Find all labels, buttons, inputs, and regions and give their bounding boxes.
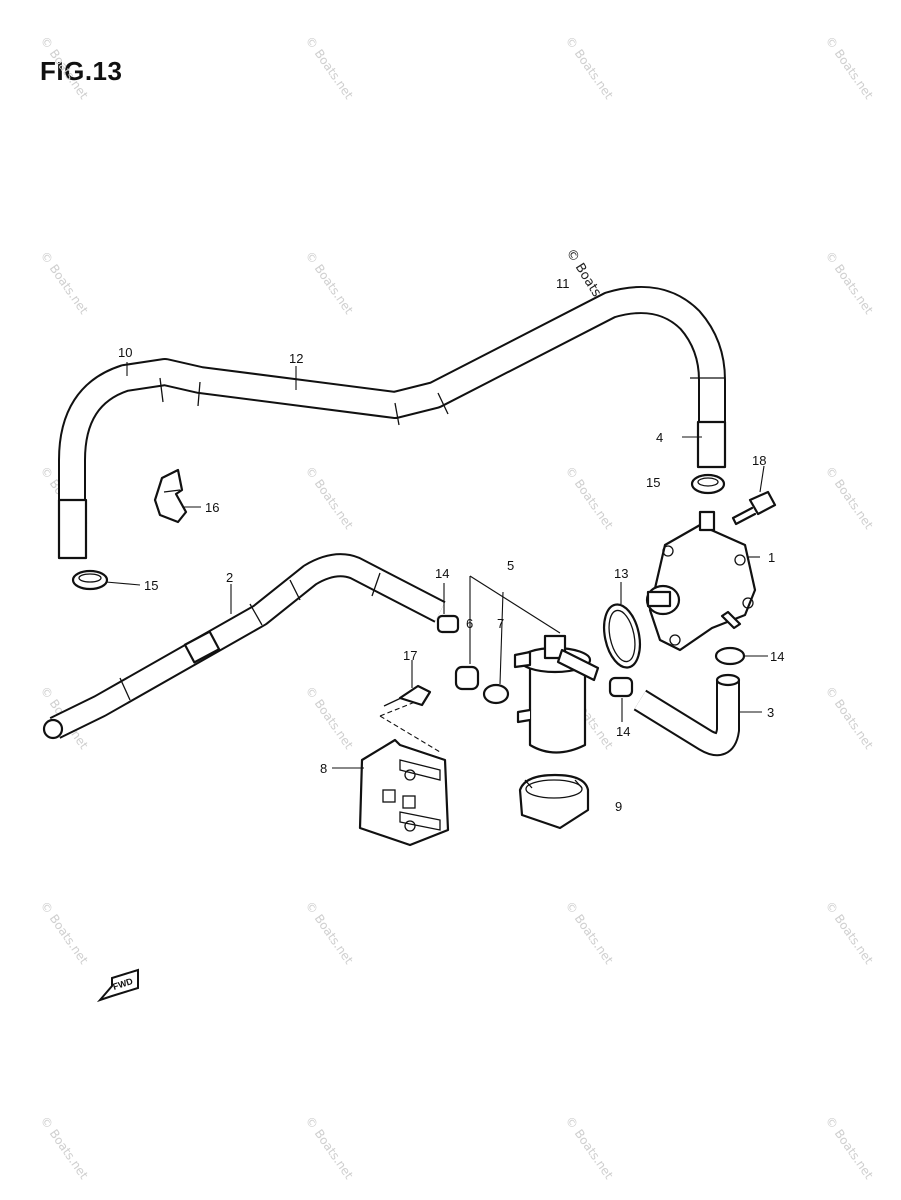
watermark-text: © Boats.net: [563, 1114, 617, 1182]
figure-title: FIG.13: [40, 56, 123, 86]
watermark-text: © Boats.net: [303, 464, 357, 532]
clamp-15-left: [71, 569, 109, 591]
upper-hose-assembly: [57, 286, 727, 560]
callout-15a: 15: [144, 578, 158, 593]
callout-8: 8: [320, 761, 327, 776]
fuel-filter-5: [513, 634, 600, 754]
clamp-15-right: [690, 473, 726, 495]
forward-direction-badge: FWD: [96, 968, 139, 1003]
callout-18: 18: [752, 453, 766, 468]
callout-12: 12: [289, 351, 303, 366]
callout-6: 6: [466, 616, 473, 631]
watermark-text: © Boats.net: [823, 34, 877, 102]
part-7-clip: [482, 683, 510, 705]
watermark-text: © Boats.net: [563, 464, 617, 532]
watermark-text: © Boats.net: [303, 899, 357, 967]
callout-7: 7: [497, 616, 504, 631]
watermark-text: © Boats.net: [823, 899, 877, 967]
callout-14a: 14: [435, 566, 449, 581]
watermark-text: © Boats.net: [563, 34, 617, 102]
callout-labels: 1 2 3 4 5 6 7 8 9 10 11 12 13 14 14 14 1…: [118, 276, 784, 814]
callout-2: 2: [226, 570, 233, 585]
bolt-18: [731, 490, 777, 526]
watermark-text: © Boats.net: [303, 34, 357, 102]
clamp-14-upper-left: [436, 614, 460, 634]
o-ring-13: [602, 603, 642, 669]
callout-9: 9: [615, 799, 622, 814]
fuel-pump-1: [645, 510, 757, 652]
callout-10: 10: [118, 345, 132, 360]
callout-16: 16: [205, 500, 219, 515]
watermark-text: © Boats.net: [303, 249, 357, 317]
callout-13: 13: [614, 566, 628, 581]
part-6-sleeve: [454, 665, 480, 691]
watermark-text: © Boats.net: [823, 249, 877, 317]
bolt-17: [383, 684, 432, 707]
callout-1: 1: [768, 550, 775, 565]
watermark-text: © Boats.net: [563, 899, 617, 967]
watermark-text: © Boats.net: [38, 899, 92, 967]
callout-14b: 14: [770, 649, 784, 664]
watermark-text: © Boats.net: [823, 684, 877, 752]
hose-3: [633, 673, 741, 757]
watermark-text: © Boats.net: [823, 1114, 877, 1182]
clamp-14-middle: [608, 676, 634, 698]
clip-16: [153, 468, 188, 524]
callout-11: 11: [556, 276, 570, 291]
leader-lines: [105, 362, 768, 769]
callout-14c: 14: [616, 724, 630, 739]
bracket-8: [358, 699, 450, 847]
hose-4: [696, 420, 727, 469]
callout-5: 5: [507, 558, 514, 573]
watermark-text: © Boats.net: [38, 1114, 92, 1182]
callout-4: 4: [656, 430, 663, 445]
callout-17: 17: [403, 648, 417, 663]
hose-10-end: [57, 498, 88, 560]
clamp-14-right: [714, 646, 746, 666]
callout-3: 3: [767, 705, 774, 720]
watermark-text: © Boats.net: [303, 684, 357, 752]
hose-2-assembly: [42, 553, 446, 740]
watermark-text: © Boats.net: [303, 1114, 357, 1182]
watermark-text: © Boats.net: [38, 34, 92, 102]
watermark-text: © Boats.net: [38, 249, 92, 317]
callout-15b: 15: [646, 475, 660, 490]
watermark-text: © Boats.net: [823, 464, 877, 532]
filter-bracket-9: [518, 773, 590, 830]
